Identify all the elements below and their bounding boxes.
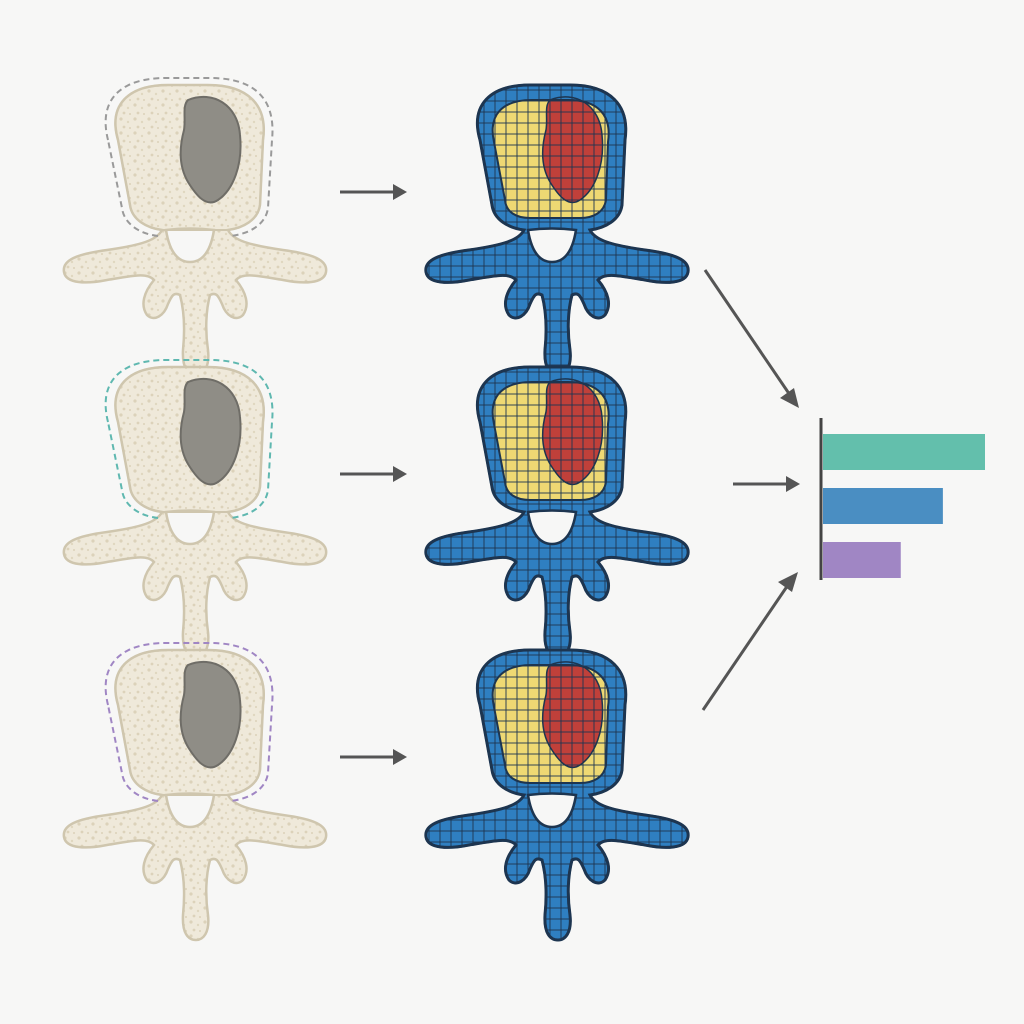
arrow-head-icon: [786, 476, 800, 492]
chart-bar: [823, 434, 985, 470]
dashed-outline: [104, 359, 274, 519]
rows-layer: [62, 77, 690, 942]
vertebra-fe-mesh-icon: [424, 365, 690, 659]
result-bar-chart: [819, 418, 985, 580]
converging-arrows: [701, 269, 800, 711]
arrow-head-icon: [393, 749, 407, 765]
chart-bars: [823, 434, 985, 578]
arrow-head-icon: [393, 466, 407, 482]
chart-bar: [823, 542, 901, 578]
arrow-row1-to-chart: [703, 269, 794, 399]
arrow-head-icon: [778, 572, 798, 592]
dashed-outline: [104, 77, 274, 237]
vertebra-ct-icon: [62, 642, 328, 942]
row-2: [62, 359, 690, 659]
vertebra-ct-icon: [62, 77, 328, 377]
row-3: [62, 642, 690, 942]
chart-bar: [823, 488, 943, 524]
arrow-head-icon: [780, 388, 799, 408]
row-1: [62, 77, 690, 377]
vertebra-ct-icon: [62, 359, 328, 659]
vertebra-fe-mesh-icon: [424, 83, 690, 377]
arrow-head-icon: [393, 184, 407, 200]
vertebra-fe-mesh-icon: [424, 648, 690, 942]
dashed-outline: [104, 642, 274, 802]
arrow-row3-to-chart: [701, 581, 792, 711]
